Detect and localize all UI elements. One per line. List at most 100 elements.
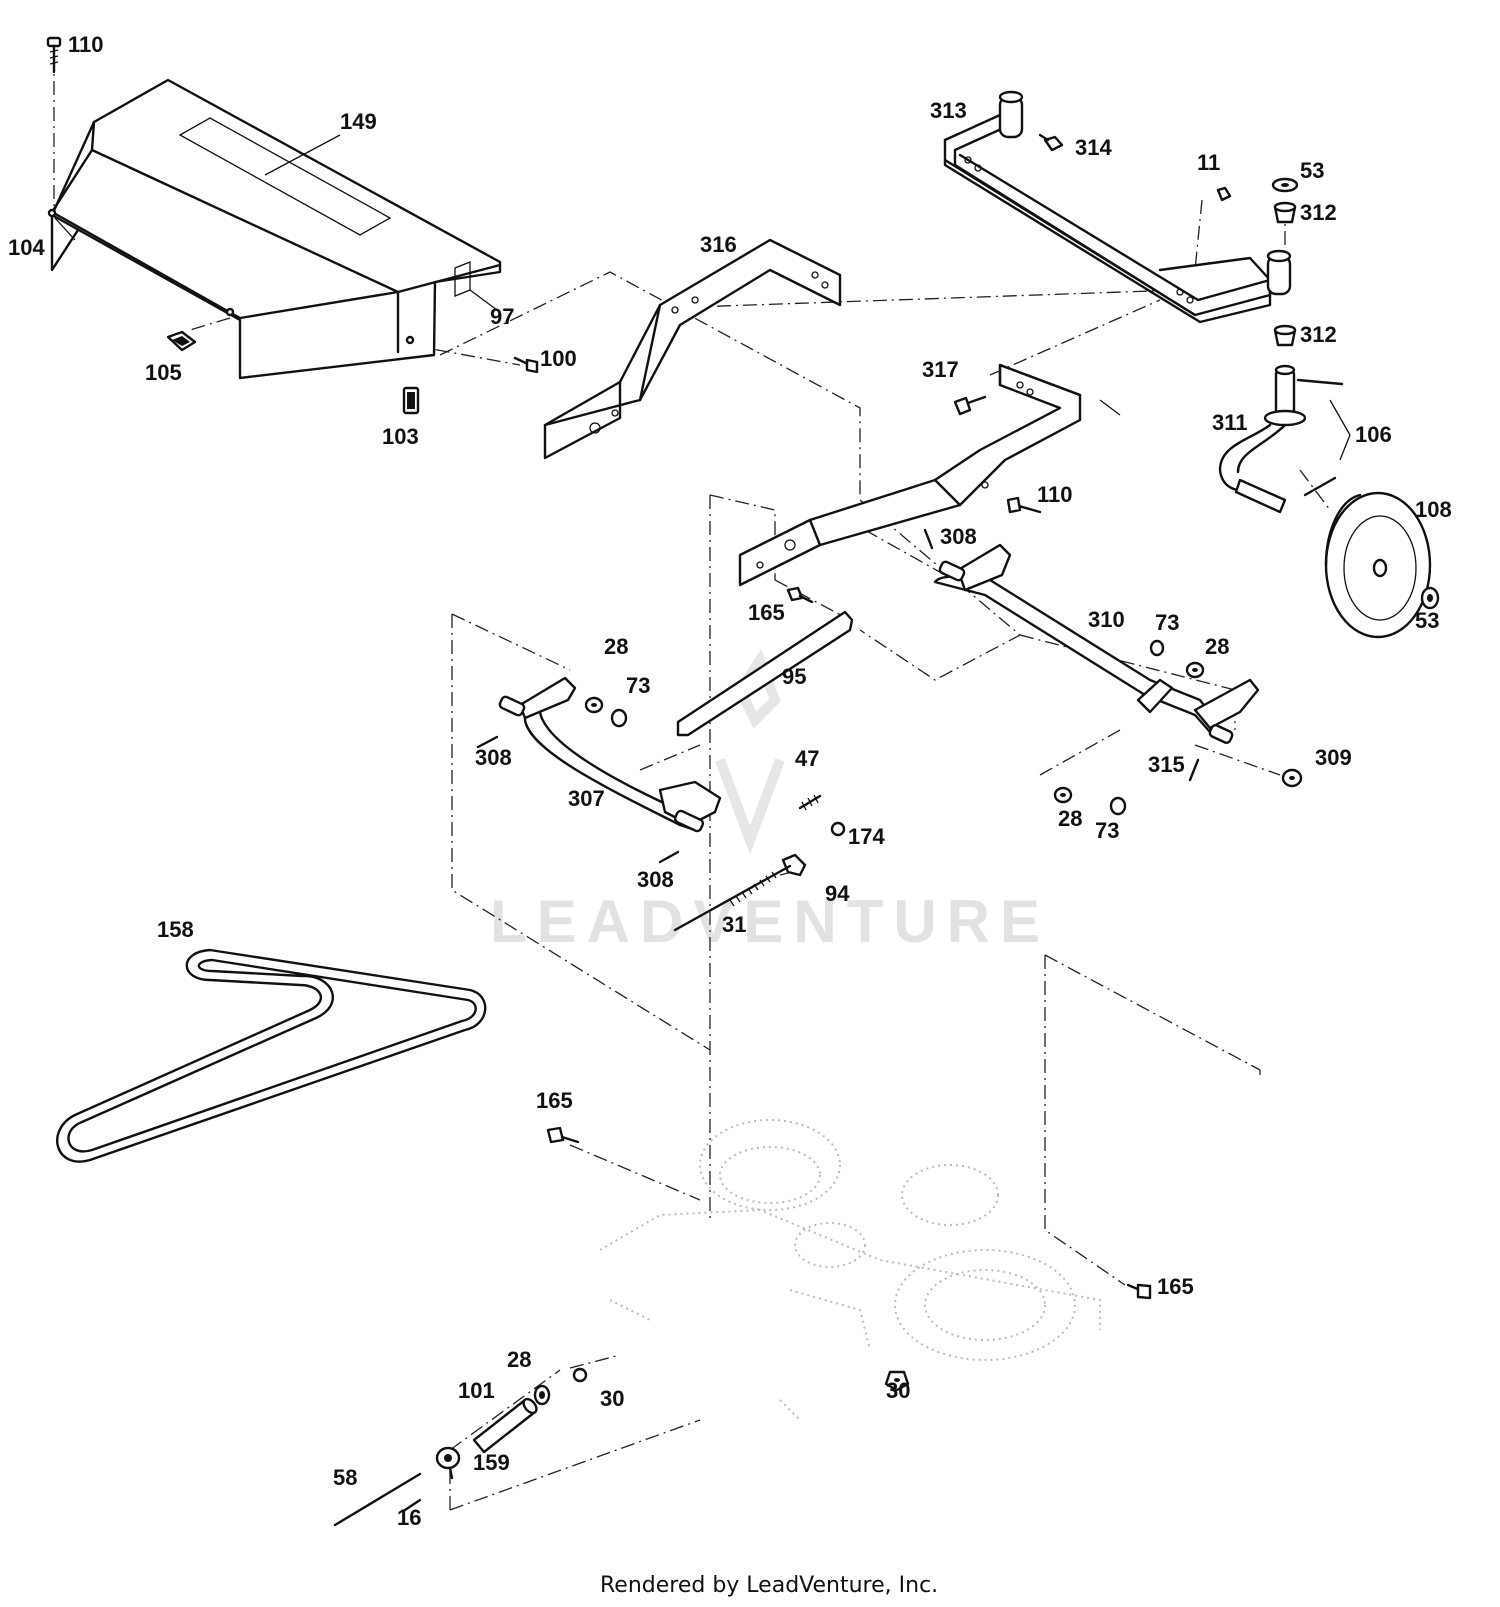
washer-53-right xyxy=(1420,586,1440,610)
threaded-rod-31 xyxy=(673,864,792,932)
eyebolt-159 xyxy=(435,1446,461,1480)
nut-94 xyxy=(781,853,807,877)
bracket-317 xyxy=(738,363,1082,587)
label-103: 103 xyxy=(382,424,419,449)
label-94: 94 xyxy=(825,881,850,906)
label-28: 28 xyxy=(1205,634,1229,659)
pin-308-left xyxy=(476,735,499,749)
frame-313 xyxy=(943,90,1292,324)
washer-53-top xyxy=(1271,177,1299,193)
bolt-165-mid xyxy=(786,586,814,604)
label-47: 47 xyxy=(795,746,819,771)
washer-174 xyxy=(830,821,846,837)
label-73: 73 xyxy=(626,673,650,698)
bolt-165-lower-left xyxy=(546,1126,580,1144)
bracket-316 xyxy=(543,238,842,460)
label-30: 30 xyxy=(600,1386,624,1411)
strap-95 xyxy=(676,610,854,737)
label-312: 312 xyxy=(1300,200,1337,225)
label-308: 308 xyxy=(637,867,674,892)
bushing-312-top xyxy=(1273,201,1297,224)
label-95: 95 xyxy=(782,664,806,689)
label-311: 311 xyxy=(1212,410,1248,435)
label-105: 105 xyxy=(145,360,182,385)
pin-308-top xyxy=(923,528,934,550)
label-11: 11 xyxy=(1197,150,1220,175)
wheel-108 xyxy=(1324,491,1432,639)
footer-credit: Rendered by LeadVenture, Inc. xyxy=(600,1573,938,1598)
label-28: 28 xyxy=(507,1347,531,1372)
bushing-312-bottom xyxy=(1273,324,1297,347)
label-106: 106 xyxy=(1355,422,1392,447)
label-100: 100 xyxy=(540,346,577,371)
label-28: 28 xyxy=(1058,806,1082,831)
nut-30-right xyxy=(884,1370,910,1392)
washer-30-left xyxy=(572,1367,588,1383)
rod-310 xyxy=(933,543,1260,744)
nut-73-a xyxy=(1149,639,1165,657)
pin-308-bottom xyxy=(658,850,680,864)
pin-16 xyxy=(403,1498,422,1512)
washer-28-c xyxy=(1053,786,1073,804)
label-312: 312 xyxy=(1300,322,1337,347)
part-labels: 110 149 104 97 105 100 103 316 313 314 1… xyxy=(8,32,1452,1530)
rod-307 xyxy=(498,676,722,833)
label-28: 28 xyxy=(604,634,628,659)
label-110: 110 xyxy=(1037,482,1073,507)
label-308: 308 xyxy=(475,745,512,770)
bolt-317 xyxy=(953,395,987,416)
bolt-110-right xyxy=(1006,496,1042,514)
label-158: 158 xyxy=(157,917,194,942)
label-310: 310 xyxy=(1088,607,1125,632)
label-16: 16 xyxy=(397,1505,421,1530)
washer-28-a xyxy=(1185,661,1205,679)
leader-lines xyxy=(54,134,1121,416)
label-110: 110 xyxy=(68,32,104,57)
label-53: 53 xyxy=(1415,608,1439,633)
label-313: 313 xyxy=(930,98,967,123)
bolt-100 xyxy=(513,356,539,374)
watermark-text: LEADVENTURE xyxy=(490,888,1050,955)
belt-158 xyxy=(56,948,487,1163)
label-101: 101 xyxy=(458,1378,495,1403)
label-58: 58 xyxy=(333,1465,357,1490)
shield-149 xyxy=(47,78,502,380)
label-149: 149 xyxy=(340,109,377,134)
nut-73-b xyxy=(610,708,628,728)
label-307: 307 xyxy=(568,786,605,811)
washer-309 xyxy=(1281,768,1303,788)
label-159: 159 xyxy=(473,1450,510,1475)
caster-fork-311 xyxy=(1218,364,1307,514)
label-308: 308 xyxy=(940,524,977,549)
spacer-101 xyxy=(472,1397,538,1454)
nut-105 xyxy=(166,330,197,352)
label-165: 165 xyxy=(1157,1274,1194,1299)
washer-28-b xyxy=(584,696,604,714)
label-73: 73 xyxy=(1155,610,1179,635)
label-104: 104 xyxy=(8,235,45,260)
pins-106 xyxy=(1296,378,1351,497)
pin-315 xyxy=(1188,758,1200,782)
fitting-11 xyxy=(1216,186,1232,202)
label-97: 97 xyxy=(490,304,514,329)
label-108: 108 xyxy=(1415,497,1452,522)
washer-28-d xyxy=(533,1384,551,1406)
label-53: 53 xyxy=(1300,158,1324,183)
clip-103 xyxy=(402,386,420,415)
label-314: 314 xyxy=(1075,135,1112,160)
label-30: 30 xyxy=(886,1378,910,1403)
watermark: LEADVENTURE xyxy=(490,649,1050,955)
spring-47 xyxy=(798,794,822,811)
label-309: 309 xyxy=(1315,745,1352,770)
rod-58 xyxy=(333,1472,422,1527)
label-31: 31 xyxy=(722,912,746,937)
bolt-110-top xyxy=(46,36,62,74)
label-165: 165 xyxy=(748,600,785,625)
bolt-165-lower-right xyxy=(1126,1283,1152,1300)
nut-73-c xyxy=(1109,796,1127,816)
label-317: 317 xyxy=(922,357,959,382)
label-316: 316 xyxy=(700,232,737,257)
label-165: 165 xyxy=(536,1088,573,1113)
bolt-314 xyxy=(1038,133,1064,152)
